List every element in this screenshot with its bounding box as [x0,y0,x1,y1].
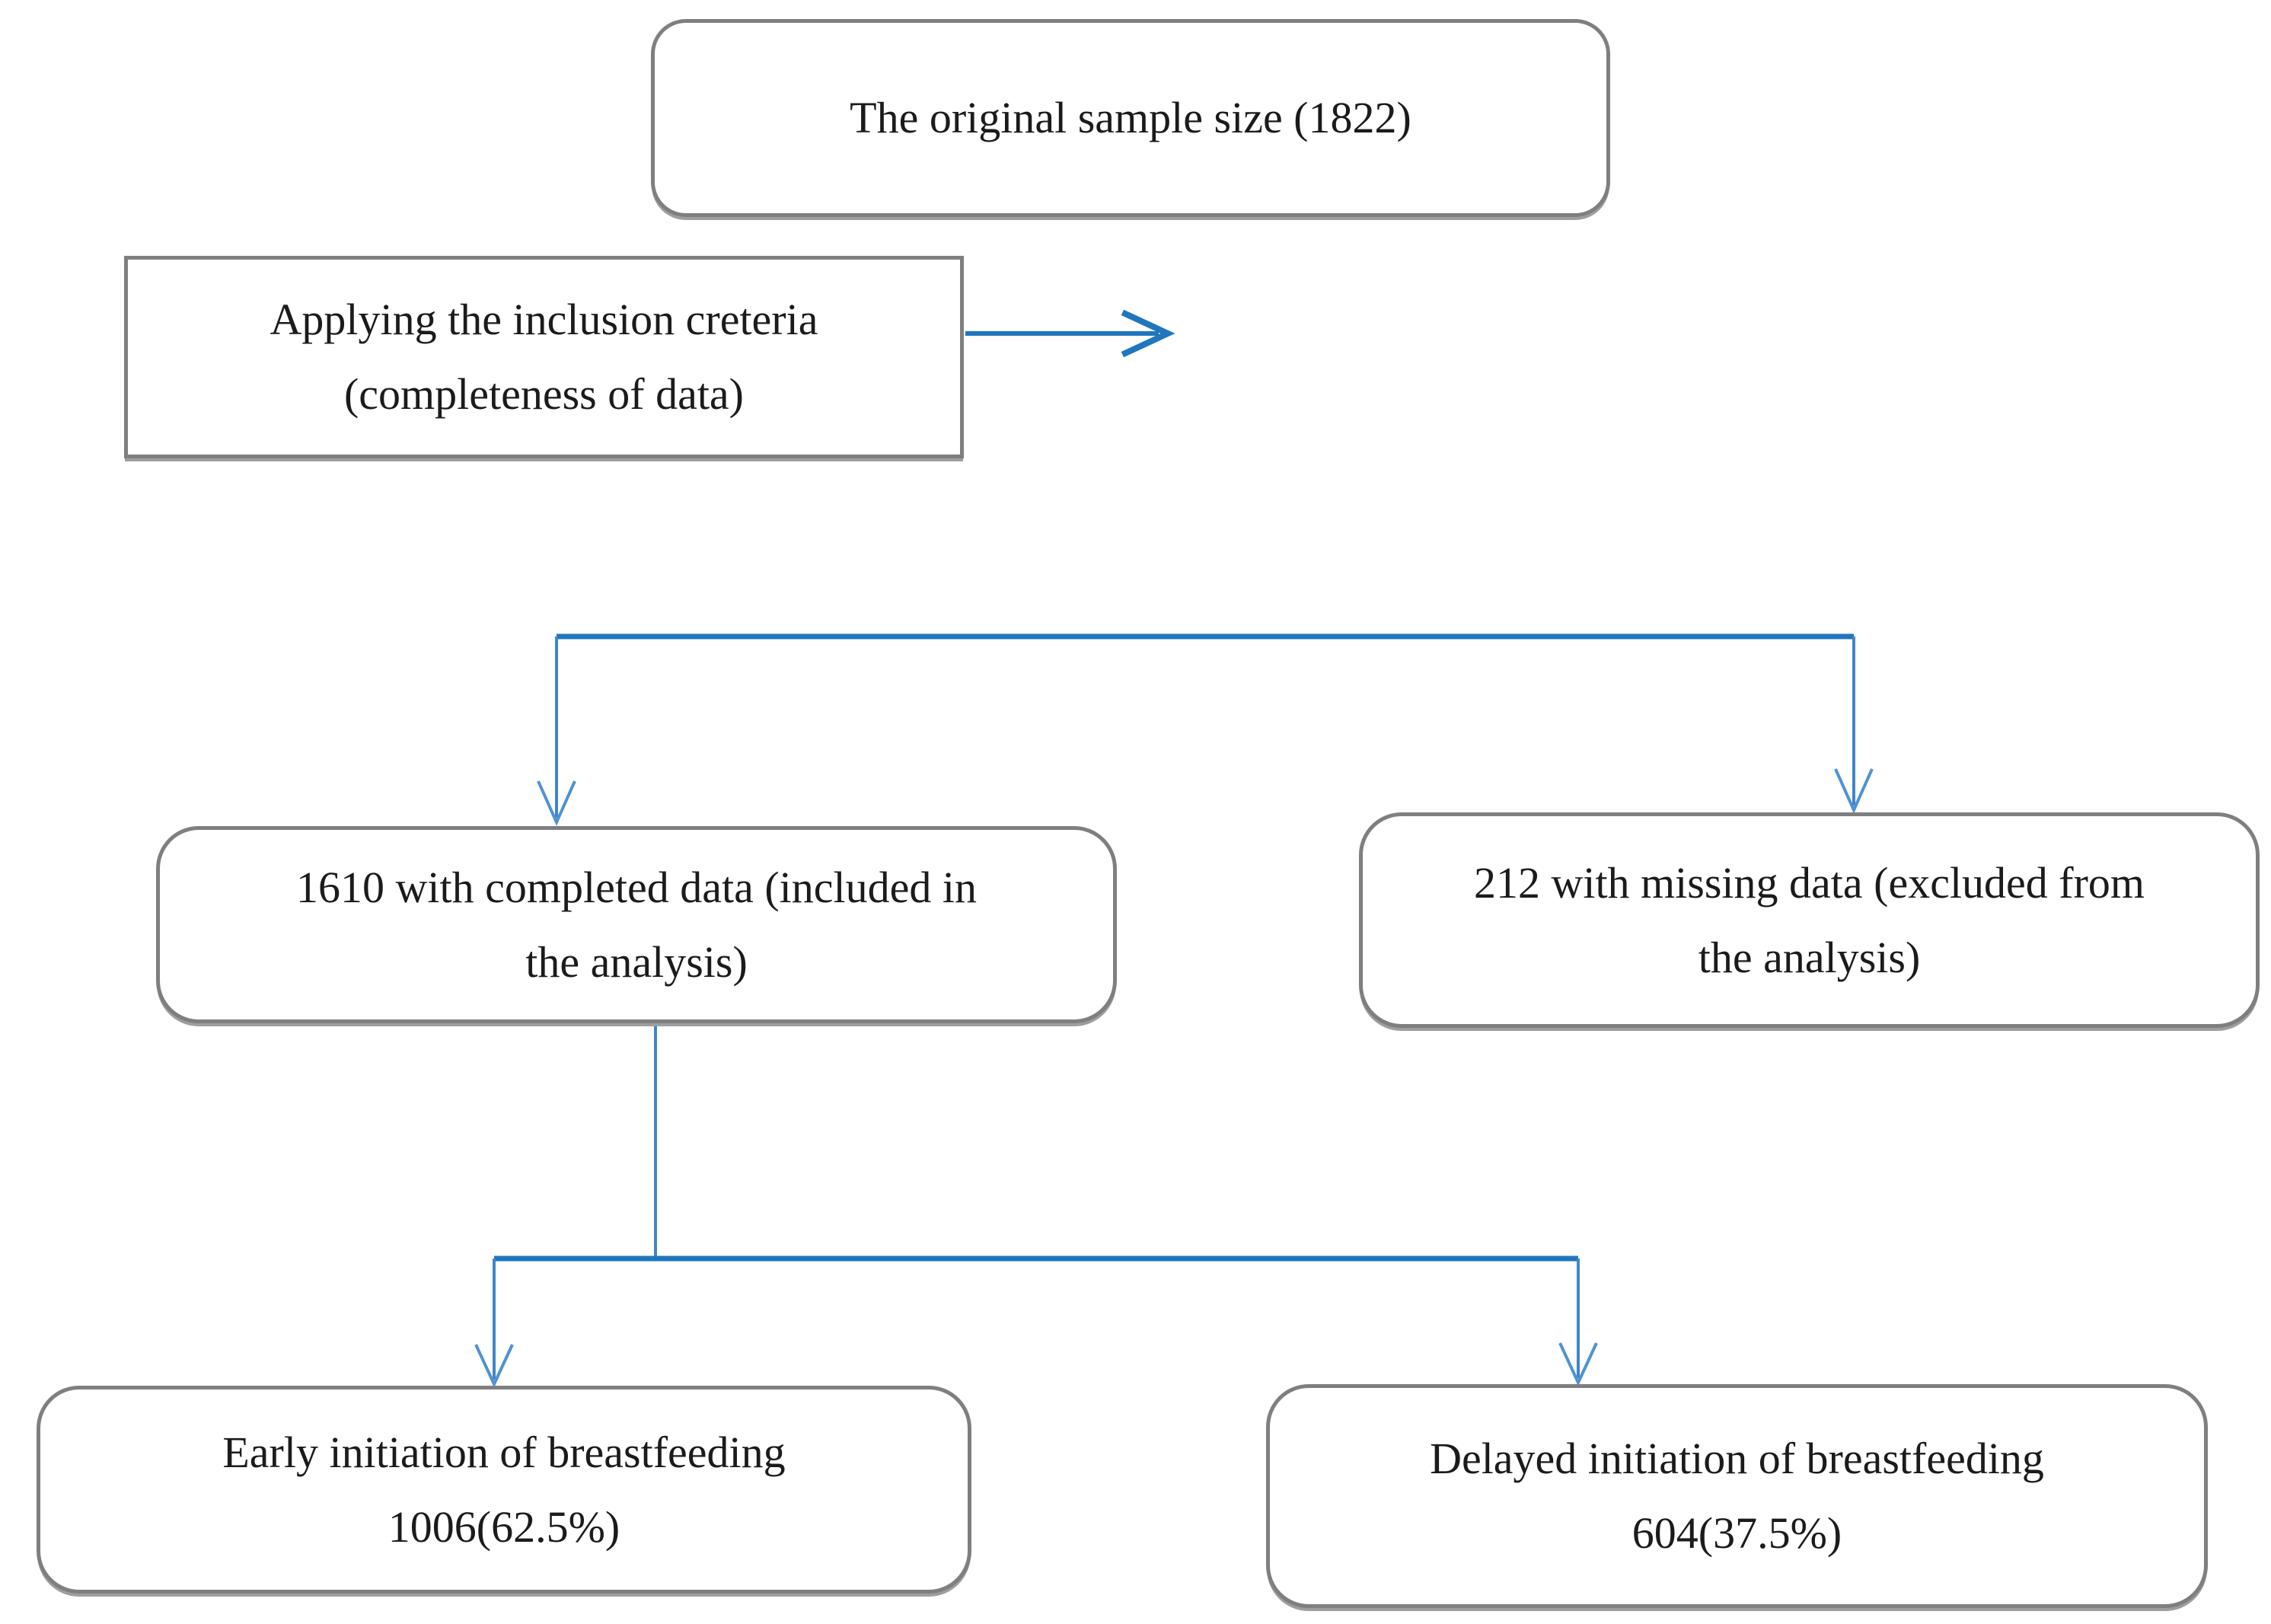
node-early-initiation-line1: Early initiation of breastfeeding [222,1427,786,1477]
node-delayed-initiation-line2: 604(37.5%) [1631,1508,1842,1558]
node-inclusion-criteria-line1: Applying the inclusion creteria [270,295,818,344]
arrowhead-down-delayed-icon [1558,1342,1598,1386]
node-excluded: 212 with missing data (excluded from the… [1359,812,2260,1028]
arrowhead-right-icon [1121,309,1175,358]
node-delayed-initiation: Delayed initiation of breastfeeding 604(… [1266,1384,2208,1608]
node-included-line1: 1610 with completed data (included in [296,862,977,912]
node-inclusion-criteria: Applying the inclusion creteria (complet… [124,256,964,458]
arrowhead-down-excluded-icon [1834,768,1874,814]
arrowhead-down-early-icon [474,1344,514,1388]
node-original-sample: The original sample size (1822) [651,19,1610,217]
node-inclusion-criteria-line2: (completeness of data) [343,369,744,419]
arrowhead-down-included-icon [537,780,576,826]
node-early-initiation: Early initiation of breastfeeding 1006(6… [37,1386,971,1594]
node-excluded-line2: the analysis) [1698,932,1921,982]
node-included: 1610 with completed data (included in th… [156,826,1117,1023]
node-excluded-line1: 212 with missing data (excluded from [1473,857,2145,908]
node-delayed-initiation-line1: Delayed initiation of breastfeeding [1430,1434,2044,1483]
node-early-initiation-line2: 1006(62.5%) [388,1501,620,1552]
node-included-line2: the analysis) [525,936,748,987]
node-original-sample-text: The original sample size (1822) [850,93,1411,142]
